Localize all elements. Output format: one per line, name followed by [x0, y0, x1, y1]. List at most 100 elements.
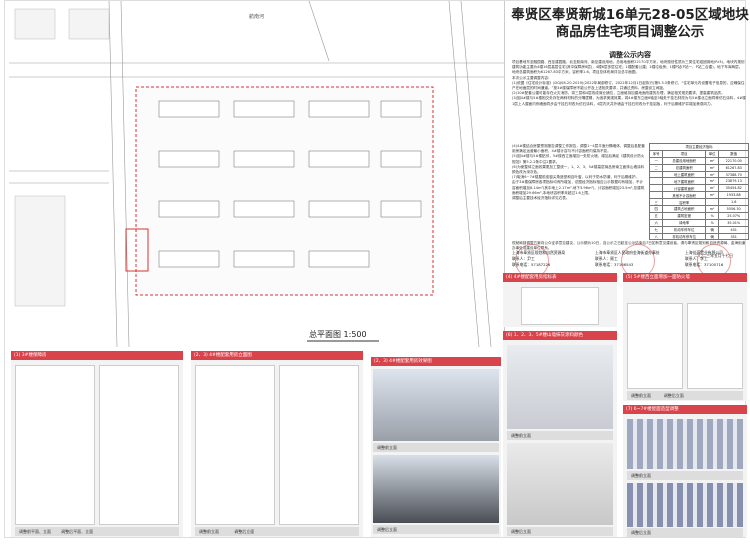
title-line-2: 商品房住宅项目调整公示	[555, 24, 705, 40]
table-cell: m²	[704, 156, 720, 165]
plan-after	[99, 365, 179, 525]
table-row: 六绿地率%35.01%	[648, 218, 749, 227]
area-table-image	[521, 287, 599, 325]
section-header: (5) 5#楼西立面增加一面防火墙	[623, 273, 747, 282]
table-cell: m²	[704, 191, 720, 200]
caption: 调整前立面 调整后立面	[627, 391, 743, 400]
rendering-after	[373, 455, 499, 523]
section-5: (5) 5#楼西立面增加一面防火墙 调整前立面 调整后立面	[623, 273, 747, 401]
table-cell: 辆	[704, 225, 720, 234]
area-note: 由于3#楼保障房各项指标均有所增加，总图经济指标相应公示数据均有增加，不计容面积…	[512, 180, 645, 195]
table-cell: 其他不计容面积	[662, 191, 706, 200]
table-header: 单位	[704, 149, 720, 158]
section-header: (6) 1、2、3、5#楼山墙抹灰涂料颜色	[503, 331, 617, 340]
table-cell: 辆	[704, 232, 720, 241]
caption: 调整前立面	[373, 443, 499, 452]
table-cell	[704, 198, 720, 207]
plan-title: 总平面图	[309, 330, 341, 339]
elevation-before	[195, 365, 275, 525]
table-row: 三容积率 1.6	[648, 198, 749, 207]
intro-paragraph: 项目基地东至融园路、西至建园路、北至航南河、南至建设用地，总用地面积22170平…	[512, 60, 745, 70]
caption-after: 调整后立面	[234, 529, 255, 534]
rendering-before	[373, 369, 499, 441]
table-cell: 八	[648, 232, 664, 241]
signer-phone: 联系电话：37166543	[595, 262, 634, 267]
table-cell: 五	[648, 211, 664, 220]
caption: 调整前立面	[627, 471, 743, 480]
table-cell: 1.6	[718, 198, 749, 207]
item-4: (4)4#楼结合房屋预测报告调整工作报告，调整1~4层平面分隔墙体，调整后各配套…	[512, 144, 645, 154]
table-cell: 容积率	[662, 198, 706, 207]
signer-contact: 联系人：李工	[685, 256, 708, 261]
table-cell: 建筑占地面积	[662, 205, 706, 213]
item-2: (2)10#配套公建可能存在火灾消防，将三层和4层改成商业铺位，立面维持加建地面…	[512, 91, 725, 96]
signer-org: 上海市奉贤区规划和自然资源局	[512, 250, 566, 255]
table-cell: m²	[704, 177, 720, 186]
rendering-after	[507, 443, 613, 525]
table-header: 序号	[648, 149, 664, 158]
caption: 调整前平面、立面 调整后平面、立面	[15, 527, 179, 536]
table-cell: 非机动车停车位	[662, 232, 706, 241]
elevation-before	[627, 303, 683, 389]
section-2-3: (2、3) 4#楼配套用房立面图 调整前立面 调整后立面	[191, 351, 363, 537]
item-7: (7)取消6~7#楼屋前皮窗尖角造型和百叶窗，以利于防水防潮，利于后期维护。	[512, 175, 640, 180]
table-cell: 一	[648, 156, 664, 165]
table-cell: m²	[704, 170, 720, 179]
plan-scale-title: 总平面图 1:500	[309, 329, 367, 340]
intro-text: 项目基地东至融园路、西至建园路、北至航南河、南至建设用地，总用地面积22170平…	[512, 60, 748, 107]
caption-before: 调整前平面、立面	[19, 529, 51, 534]
table-cell: 总建筑面积	[662, 163, 706, 172]
caption-after: 调整后平面、立面	[61, 529, 94, 534]
table-cell: 61267.83	[718, 163, 749, 172]
caption-before: 调整前立面	[631, 393, 651, 398]
signer-phone: 联系电话：37100716	[685, 262, 724, 267]
table-cell	[648, 170, 664, 179]
table-cell: 35454.82	[718, 184, 749, 193]
section-6: (6) 1、2、3、5#楼山墙抹灰涂料颜色 调整前立面 调整后立面	[503, 331, 617, 537]
caption: 调整前立面 调整后立面	[195, 527, 359, 536]
table-cell: 35.01%	[718, 218, 749, 227]
rowhouse-after	[627, 483, 743, 527]
item-3: (3)因4#楼与5#楼相交处存在两种材料的分隔逻辑，为追求美观效果，将4#楼东立…	[512, 96, 746, 106]
table-cell: 地上建筑面积	[662, 170, 706, 179]
item-5: (5)因4#楼与5#楼贴邻，5#楼西立面增加一处防火墙，增加后满足《建筑设计防火…	[512, 154, 645, 164]
intro-paragraph: 本次公示主要调整内容：	[512, 75, 552, 80]
section-2-3-renderings: (2、3) 4#楼配套用房效果图 调整前立面 调整后立面	[371, 357, 501, 537]
signer-1: 上海市奉贤区规划和自然资源局联系人：尹工联系电话：57187226	[512, 250, 565, 268]
table-cell: 25.07%	[718, 211, 749, 220]
table-cell: 四	[648, 205, 664, 213]
table-cell: 三	[648, 198, 664, 207]
plan-before	[15, 365, 95, 525]
announcement-board: 航南河 总平面图 1:500 奉贤区奉贤新城16单元28-05区域地块商品房住宅…	[4, 0, 749, 538]
section-header: (2、3) 4#楼配套用房立面图	[191, 351, 363, 360]
table-cell: 37388.70	[718, 170, 749, 179]
section-1: (1) 3#楼保障房 调整前平面、立面 调整后平面、立面	[11, 351, 183, 537]
table-cell: m²	[704, 205, 720, 213]
section-4: (4) 4#楼配套用房指标表	[503, 273, 617, 327]
signer-2: 上海市奉贤区人民政府金海街道办事处联系人：顾工联系电话：37166543	[595, 250, 660, 268]
table-cell: 5556.30	[718, 205, 749, 213]
caption: 调整前立面	[507, 431, 613, 440]
section-header: (7) 6~7#楼屋面造型调整	[623, 405, 747, 414]
title-line-1: 奉贤区奉贤新城16单元28-05区域地块	[511, 7, 749, 23]
signer-phone: 联系电话：57187226	[512, 262, 551, 267]
table-cell: 七	[648, 225, 664, 234]
caption-after: 调整后立面	[663, 393, 684, 398]
item-6: (6)为使整体立面效果更加工整统一，1、2、3、5#楼高层商品房南立面抹山墙涂料…	[512, 164, 645, 175]
table-cell: 23879.13	[718, 177, 749, 186]
section-header: (4) 4#楼配套用房指标表	[503, 273, 617, 282]
signer-org: 上海佳豪置业有限公司	[685, 250, 723, 255]
page-title: 奉贤区奉贤新城16单元28-05区域地块商品房住宅项目调整公示	[510, 7, 750, 41]
table-cell: 1933.88	[718, 191, 749, 200]
subtitle: 调整公示内容	[609, 51, 651, 59]
elevation-after	[279, 365, 359, 525]
signer-org: 上海市奉贤区人民政府金海街道办事处	[595, 250, 660, 255]
caption: 调整后立面	[627, 528, 743, 537]
